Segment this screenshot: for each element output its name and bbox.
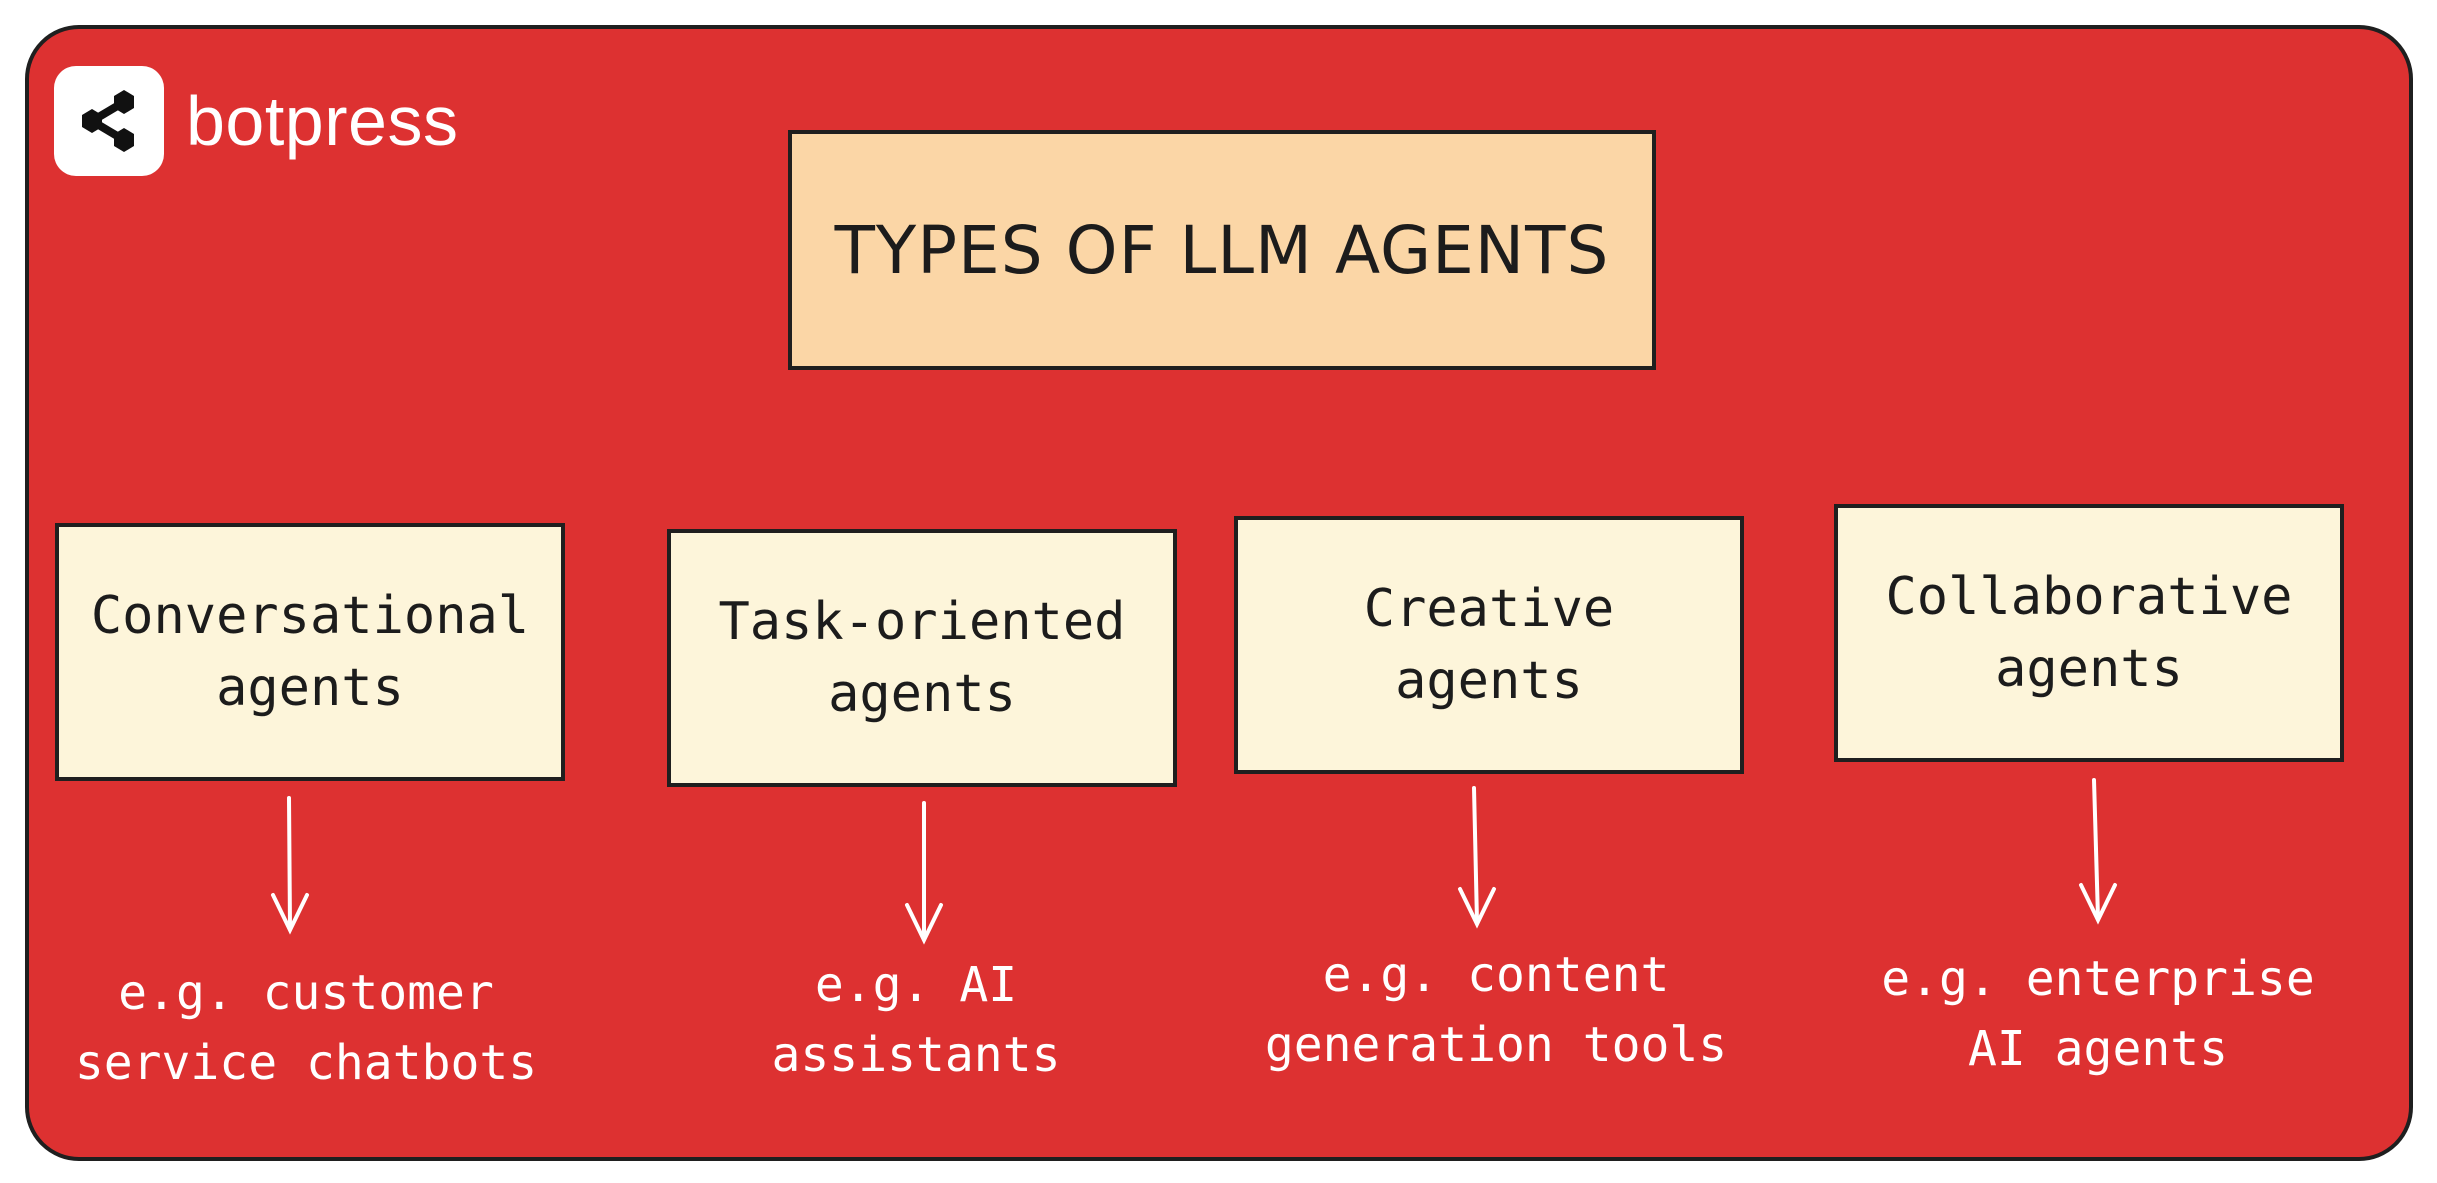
- botpress-share-icon: [54, 66, 164, 176]
- example-task-oriented: e.g. AI assistants: [771, 957, 1061, 1083]
- type-label: Creative agents: [1363, 579, 1615, 711]
- type-label: Collaborative agents: [1885, 567, 2293, 699]
- type-box-collaborative: Collaborative agents: [1834, 504, 2344, 762]
- type-label: Task-oriented agents: [718, 592, 1126, 724]
- example-collaborative: e.g. enterprise AI agents: [1881, 951, 2315, 1077]
- diagram-title: TYPES OF LLM AGENTS: [834, 211, 1610, 289]
- brand-logo: botpress: [54, 66, 458, 176]
- brand-name: botpress: [186, 82, 459, 160]
- example-conversational: e.g. customer service chatbots: [74, 965, 538, 1091]
- type-label: Conversational agents: [90, 586, 530, 718]
- title-box: TYPES OF LLM AGENTS: [788, 130, 1656, 370]
- type-box-creative: Creative agents: [1234, 516, 1744, 774]
- type-box-task-oriented: Task-oriented agents: [667, 529, 1177, 787]
- type-box-conversational: Conversational agents: [55, 523, 565, 781]
- example-creative: e.g. content generation tools: [1264, 947, 1728, 1073]
